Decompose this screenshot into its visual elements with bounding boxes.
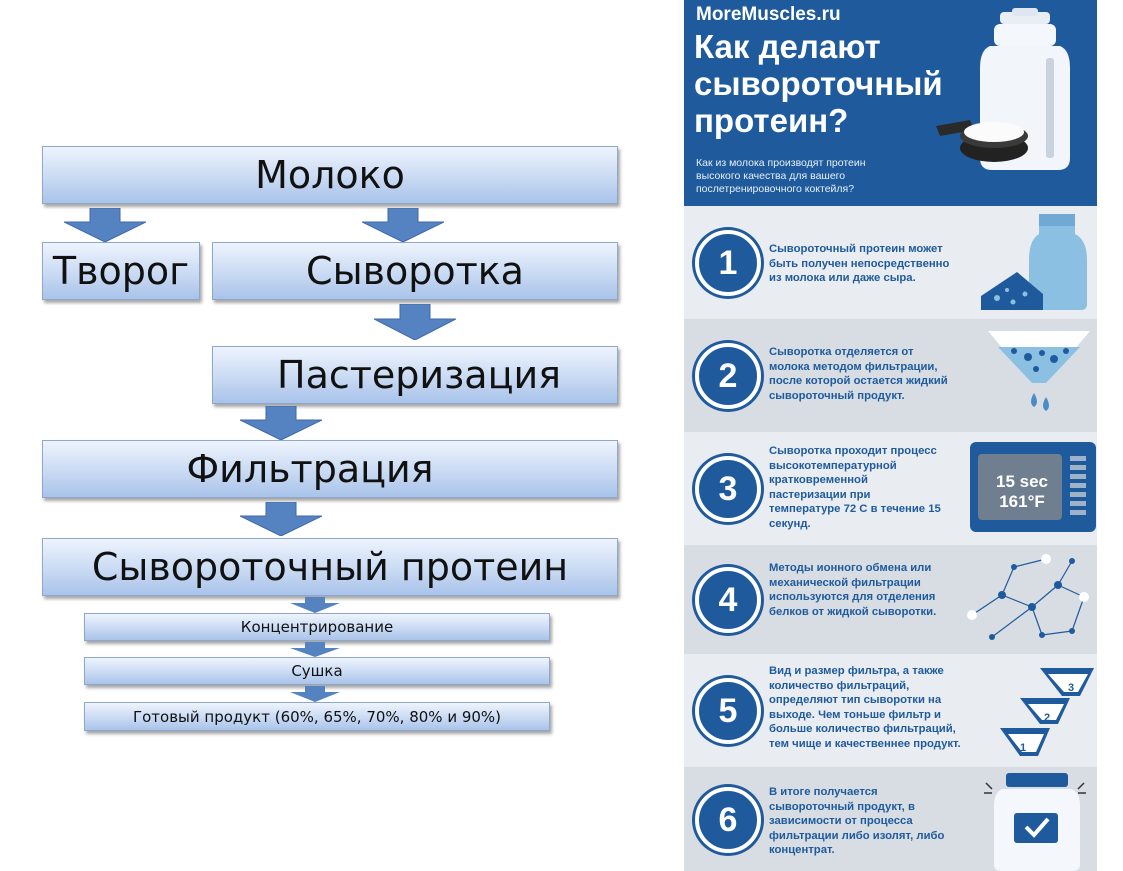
step-line: молока методом фильтрации, [769, 360, 938, 373]
step-text: Сыворотка проходит процесс высокотемпера… [769, 444, 941, 531]
whey-box: Сыворотка [212, 242, 618, 300]
step-text: Сыворотка отделяется от молока методом ф… [769, 345, 948, 403]
step-line: фильтрации либо изолят, либо [769, 829, 945, 842]
step-text: Методы ионного обмена или механической ф… [769, 561, 936, 619]
arrow-down-icon [240, 502, 322, 536]
microwave-keypad [1070, 456, 1086, 516]
arrow-down-icon [290, 597, 340, 613]
subtitle-line: Как из молока производят протеин [696, 157, 866, 169]
step-number-badge: 6 [695, 787, 761, 853]
step-line: пастеризации при [769, 488, 871, 501]
final-product-label: Готовый продукт (60%, 65%, 70%, 80% и 90… [132, 707, 502, 726]
filtration-label: Фильтрация [186, 447, 434, 491]
filter-label: 2 [1044, 712, 1051, 724]
step-line: Сыворотка отделяется от [769, 346, 914, 358]
step-line: быть получен непосредственно [769, 257, 950, 270]
timer-temp: 161°F [999, 492, 1045, 511]
infographic-subtitle: Как из молока производят протеин высоког… [696, 157, 866, 196]
whey-protein-box: Сывороточный протеин [42, 538, 618, 596]
step-row-4: 4 Методы ионного обмена или механической… [684, 545, 1097, 658]
final-product-box: Готовый продукт (60%, 65%, 70%, 80% и 90… [84, 702, 550, 731]
milk-label: Молоко [255, 153, 405, 197]
step-line: больше количество фильтраций, [769, 723, 956, 735]
step-row-3: 3 Сыворотка проходит процесс высокотемпе… [684, 432, 1097, 545]
step-text: Сывороточный протеин может быть получен … [769, 242, 949, 286]
pasteurization-box: Пастеризация [212, 346, 618, 404]
infographic-title: Как делают сывороточный протеин? [694, 28, 943, 139]
subtitle-line: послетренировочного коктейля? [696, 183, 855, 195]
step-number-badge: 2 [695, 343, 761, 409]
step-number-badge: 1 [695, 230, 761, 296]
milk-box: Молоко [42, 146, 618, 204]
step-line: определяют тип сыворотки на [769, 694, 942, 706]
step-number-badge: 5 [695, 678, 761, 744]
step-row-1: 1 Сывороточный протеин может быть получе… [684, 206, 1097, 319]
arrow-down-icon [362, 208, 444, 242]
step-line: Методы ионного обмена или [769, 562, 932, 574]
step-line: Вид и размер фильтра, а также [769, 665, 944, 677]
step-line: высокотемпературной [769, 459, 897, 472]
filtration-box: Фильтрация [42, 440, 618, 498]
step-line: кратковременной [769, 474, 868, 486]
filter-label: 1 [1020, 742, 1027, 754]
step-text: Вид и размер фильтра, а также количество… [769, 664, 961, 751]
arrow-down-icon [290, 686, 340, 702]
step-row-5: 5 Вид и размер фильтра, а также количест… [684, 654, 1097, 767]
curd-label: Творог [52, 249, 190, 293]
drying-box: Сушка [84, 657, 550, 685]
molecule-network-icon [967, 554, 1089, 640]
curd-box: Творог [42, 242, 200, 300]
milk-jug-and-cheese-icon [981, 214, 1087, 310]
step-line: используются для отделения [769, 591, 936, 603]
infographic-header: MoreMuscles.ru Как делают сывороточный п… [684, 0, 1097, 206]
concentration-label: Концентрирование [240, 618, 394, 636]
title-line: Как делают [694, 28, 881, 65]
subtitle-line: высокого качества для вашего [696, 170, 846, 182]
step-line: сывороточный продукт. [769, 389, 905, 402]
arrow-down-icon [240, 406, 322, 440]
step-number-badge: 3 [695, 456, 761, 522]
pasteurization-label: Пастеризация [277, 353, 561, 397]
step-text: В итоге получается сывороточный продукт,… [769, 785, 944, 858]
title-line: сывороточный [694, 65, 943, 102]
step-line: белков от жидкой сыворотки. [769, 605, 937, 618]
site-name: MoreMuscles.ru [696, 4, 841, 25]
protein-jar-icon [984, 773, 1086, 871]
step-line: сывороточный продукт, в [769, 800, 915, 813]
arrow-down-icon [290, 642, 340, 657]
concentration-box: Концентрирование [84, 613, 550, 641]
infographic: MoreMuscles.ru Как делают сывороточный п… [684, 0, 1097, 871]
shaker-bottle-icon [936, 8, 1070, 170]
microwave-timer-icon: 15 sec 161°F [970, 442, 1096, 532]
title-line: протеин? [694, 102, 849, 139]
arrow-down-icon [64, 208, 146, 242]
step-line: зависимости от процесса [769, 815, 913, 827]
step-number-badge: 4 [695, 567, 761, 633]
step-row-6: 6 В итоге получается сывороточный продук… [684, 767, 1097, 871]
filter-label: 3 [1068, 682, 1075, 694]
arrow-down-icon [374, 304, 456, 340]
cascade-filters-icon [1000, 668, 1094, 756]
step-line: концентрат. [769, 844, 835, 856]
step-line: тем чище и качественнее продукт. [769, 737, 961, 750]
timer-time: 15 sec [996, 472, 1048, 491]
step-line: количество фильтраций, [769, 679, 910, 692]
whey-protein-label: Сывороточный протеин [91, 545, 569, 589]
step-line: Сыворотка проходит процесс [769, 445, 937, 457]
step-line: механической фильтрации [769, 576, 921, 589]
step-line: В итоге получается [769, 786, 878, 798]
step-line: выходе. Чем тоньше фильтр и [769, 708, 942, 721]
step-row-2: 2 Сыворотка отделяется от молока методом… [684, 319, 1097, 432]
step-line: температуре 72 С в течение 15 [769, 503, 941, 515]
timer-display [978, 454, 1062, 520]
step-line: Сывороточный протеин может [769, 243, 943, 255]
whey-label: Сыворотка [306, 249, 524, 293]
step-line: секунд. [769, 517, 811, 530]
drying-label: Сушка [291, 662, 343, 680]
filter-funnel-icon [988, 331, 1090, 411]
step-line: после которой остается жидкий [769, 375, 948, 387]
step-line: из молока или даже сыра. [769, 272, 916, 284]
